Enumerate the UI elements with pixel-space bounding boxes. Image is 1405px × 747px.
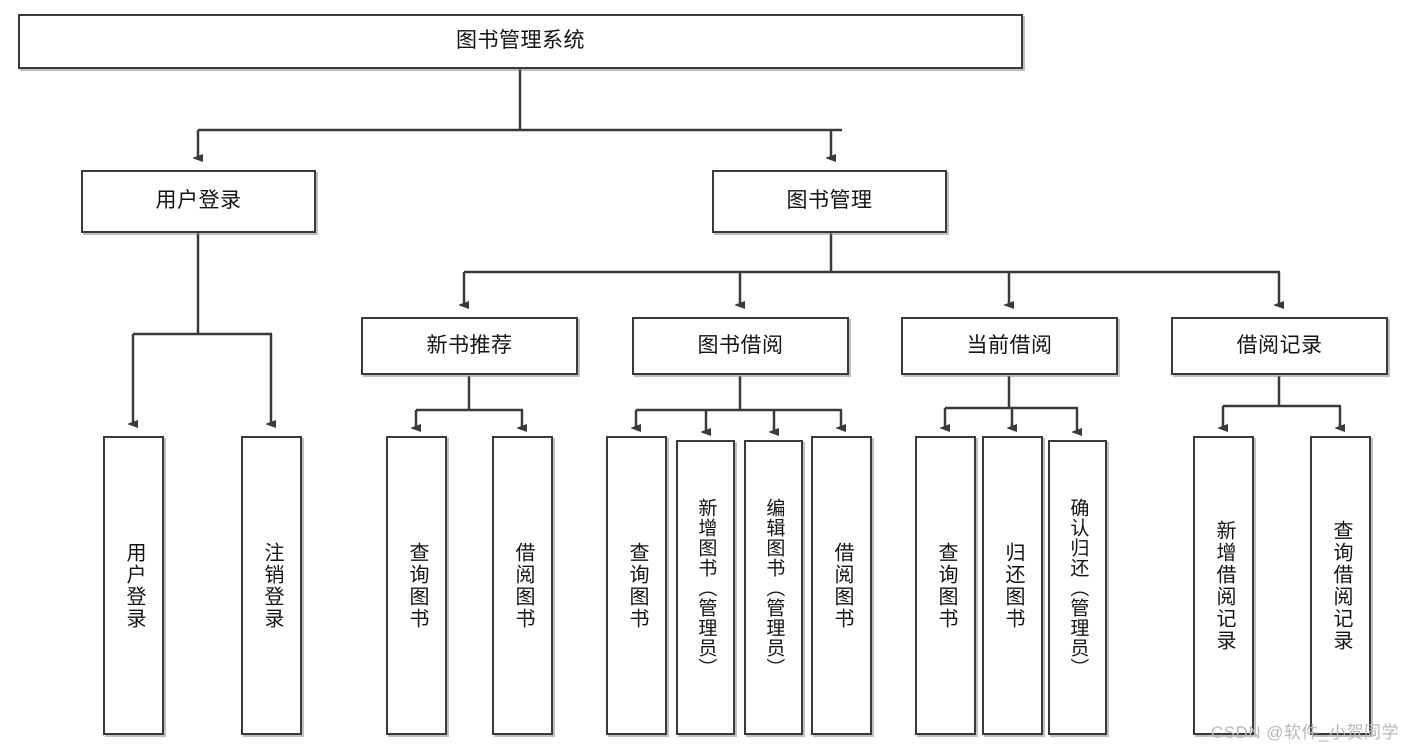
node-label: 借阅图书 [512,541,534,630]
node-label: 当前借阅 [966,333,1053,357]
node-book-borrow[interactable]: 图书借阅 [632,317,849,375]
node-label: 借阅记录 [1236,333,1323,357]
node-label: 确认归还（管理员） [1067,497,1089,678]
node-leaf-borrowrecord-add-record[interactable]: 新增借阅记录 [1193,436,1254,735]
node-leaf-bookborrow-edit-book[interactable]: 编辑图书（管理员） [744,440,803,735]
node-leaf-user-login-signout[interactable]: 注销登录 [241,436,302,735]
node-label: 查询图书 [406,541,428,630]
node-leaf-user-login-signin[interactable]: 用户登录 [103,436,164,735]
node-leaf-bookborrow-add-book[interactable]: 新增图书（管理员） [676,440,735,735]
node-label: 注销登录 [261,541,283,630]
watermark-text: CSDN @软件_小贺同学 [1210,723,1399,742]
node-leaf-currentborrow-return-book[interactable]: 归还图书 [982,436,1043,735]
node-leaf-currentborrow-query-book[interactable]: 查询图书 [915,436,976,735]
node-leaf-borrowrecord-query-record[interactable]: 查询借阅记录 [1310,436,1371,735]
node-new-book-recommend[interactable]: 新书推荐 [361,317,578,375]
node-leaf-newbook-query-book[interactable]: 查询图书 [386,436,447,735]
node-book-management[interactable]: 图书管理 [712,170,947,233]
node-label: 查询图书 [626,541,648,630]
node-user-login[interactable]: 用户登录 [81,170,316,233]
node-current-borrow[interactable]: 当前借阅 [901,317,1118,375]
node-label: 编辑图书（管理员） [763,497,785,678]
node-label: 新增借阅记录 [1213,519,1235,652]
node-label: 图书管理系统 [456,29,585,53]
node-leaf-newbook-borrow-book[interactable]: 借阅图书 [492,436,553,735]
node-label: 新增图书（管理员） [695,497,717,678]
node-root-book-management-system[interactable]: 图书管理系统 [18,14,1023,69]
node-label: 图书管理 [786,189,873,213]
node-label: 查询借阅记录 [1330,519,1352,652]
node-label: 用户登录 [123,541,145,630]
node-label: 图书借阅 [697,333,784,357]
node-label: 新书推荐 [426,333,513,357]
node-label: 用户登录 [155,189,242,213]
node-leaf-currentborrow-confirm-return[interactable]: 确认归还（管理员） [1048,440,1107,735]
node-label: 借阅图书 [831,541,853,630]
node-label: 查询图书 [935,541,957,630]
node-label: 归还图书 [1002,541,1024,630]
node-leaf-bookborrow-query-book[interactable]: 查询图书 [606,436,667,735]
node-leaf-bookborrow-borrow-book[interactable]: 借阅图书 [811,436,872,735]
node-borrow-record[interactable]: 借阅记录 [1171,317,1388,375]
